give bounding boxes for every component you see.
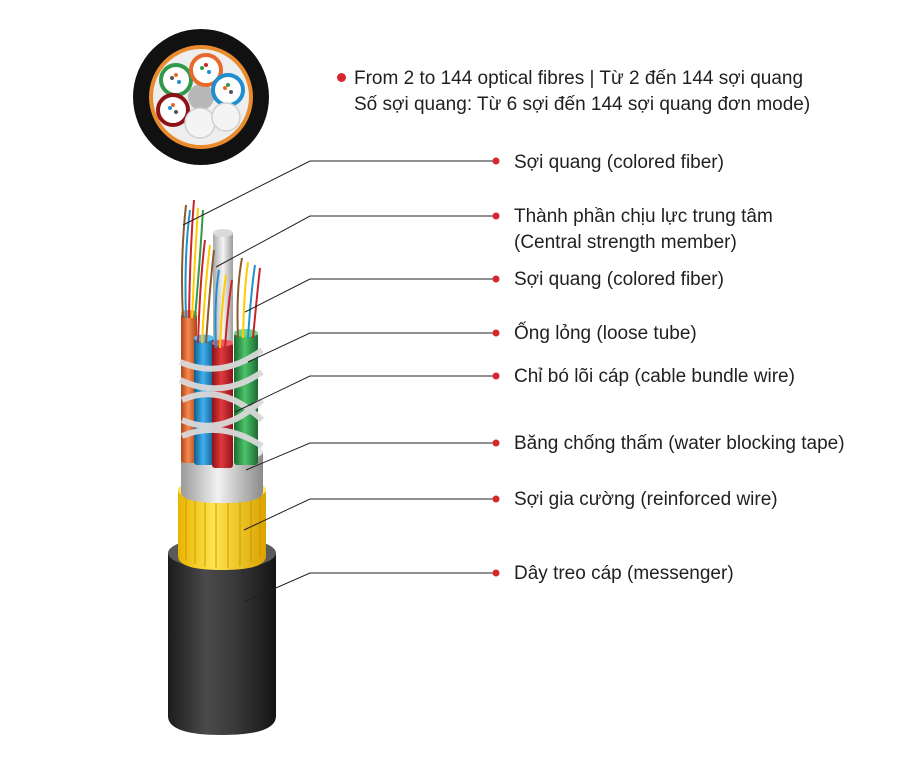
leader-dot-colored-fiber-1 [492,157,500,165]
leader-line-messenger [243,572,494,603]
header-line-1: From 2 to 144 optical fibres | Từ 2 đến … [354,68,804,89]
label-loose-tube: Ống lỏng (loose tube) [514,323,697,344]
label-colored-fiber-1: Sợi quang (colored fiber) [514,152,724,173]
leader-dot-colored-fiber-2 [492,275,500,283]
leader-dot-loose-tube [492,329,500,337]
leader-line-reinforced-wire [243,498,494,531]
cross-section-icon [133,29,269,165]
label-reinforced-wire: Sợi gia cường (reinforced wire) [514,489,778,510]
leader-line-colored-fiber-1 [182,160,494,226]
leader-line-central-strength-member [215,215,494,268]
label-messenger: Dây treo cáp (messenger) [514,563,734,584]
leader-dot-central-strength-member [492,212,500,220]
binder-wires [178,347,265,449]
leader-dot-messenger [492,569,500,577]
leader-dot-reinforced-wire [492,495,500,503]
cable-cutaway [168,199,276,735]
label-water-blocking-tape: Băng chống thấm (water blocking tape) [514,433,845,454]
leader-line-cable-bundle-wire [234,375,494,413]
leader-lines [182,157,500,603]
label-colored-fiber-2: Sợi quang (colored fiber) [514,269,724,290]
label-central-strength-member: Thành phần chịu lực trung tâm (Central s… [514,206,773,253]
header-text: From 2 to 144 optical fibres | Từ 2 đến … [354,66,810,118]
header-line-2: Số sợi quang: Từ 6 sợi đến 144 sợi quang… [354,94,811,115]
header-bullet [337,73,346,82]
leader-line-colored-fiber-2 [244,278,494,313]
label-cable-bundle-wire: Chỉ bó lõi cáp (cable bundle wire) [514,366,795,387]
leader-line-loose-tube [247,332,494,363]
leader-line-water-blocking-tape [245,442,494,471]
leader-dot-water-blocking-tape [492,439,500,447]
leader-dot-cable-bundle-wire [492,372,500,380]
